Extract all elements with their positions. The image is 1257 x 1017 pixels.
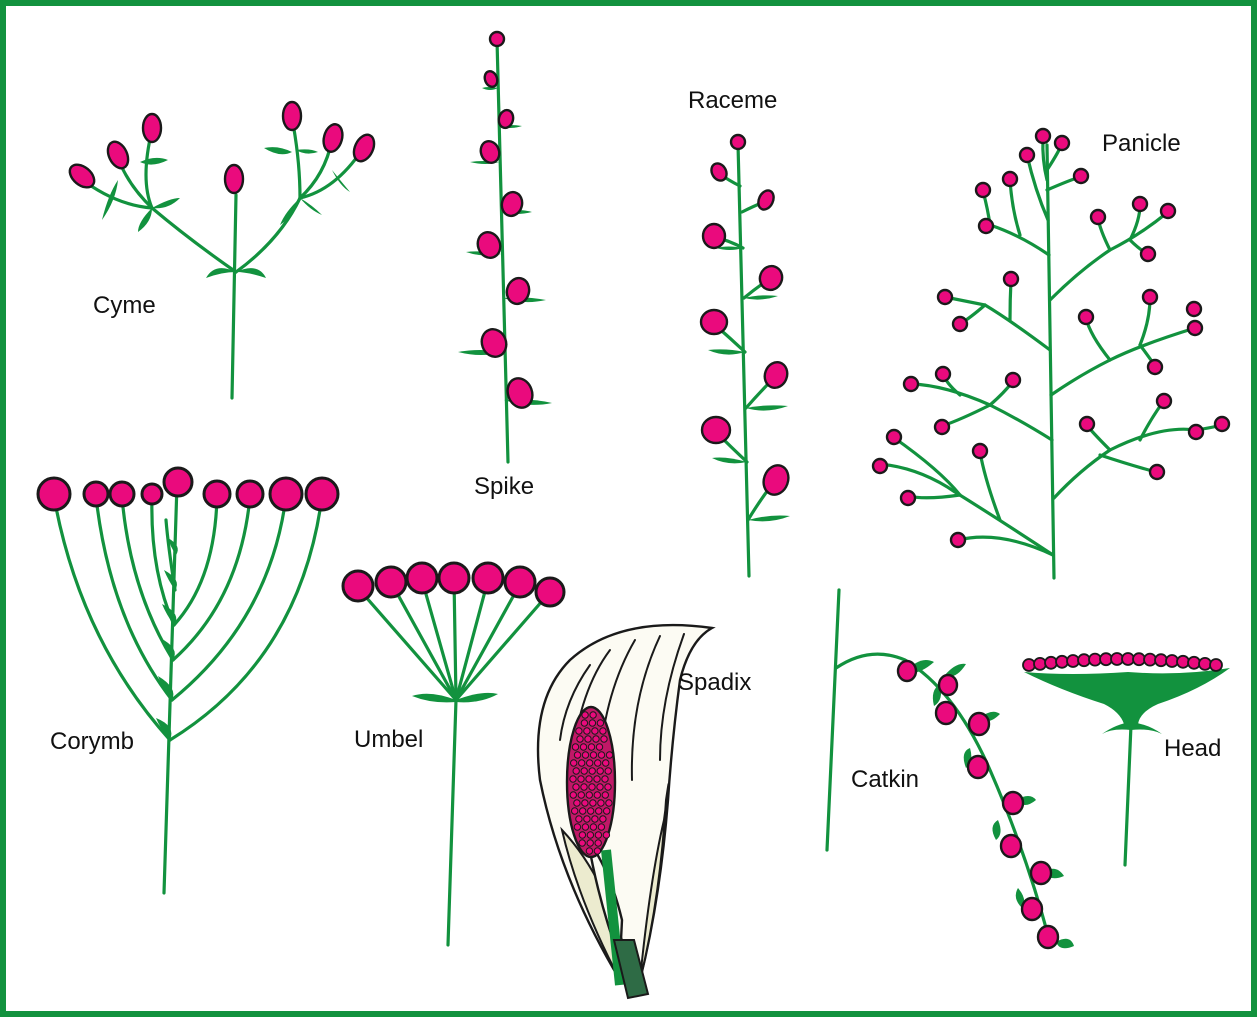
label-cyme: Cyme	[93, 292, 156, 319]
label-panicle: Panicle	[1102, 130, 1181, 157]
label-corymb: Corymb	[50, 728, 134, 755]
label-spadix: Spadix	[678, 669, 751, 696]
label-spike: Spike	[474, 473, 534, 500]
label-catkin: Catkin	[851, 766, 919, 793]
label-raceme: Raceme	[688, 87, 777, 114]
label-head: Head	[1164, 735, 1221, 762]
label-umbel: Umbel	[354, 726, 423, 753]
